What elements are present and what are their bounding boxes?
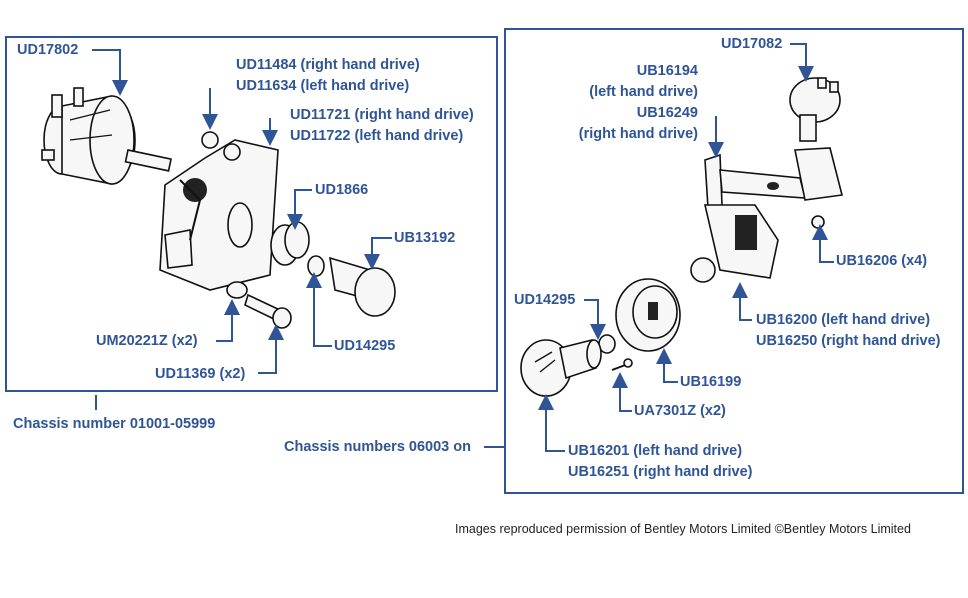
label-ub13192: UB13192 [394, 230, 456, 246]
screw-ua7301z [611, 358, 633, 371]
label-ud14295-left: UD14295 [334, 338, 396, 354]
knob-ub16201 [520, 339, 602, 397]
right-panel [504, 28, 964, 494]
label-ub16249-note: (right hand drive) [578, 126, 698, 142]
label-ud17082: UD17082 [721, 36, 783, 52]
screw-ub16206 [811, 215, 825, 229]
label-ud11721: UD11721 (right hand drive) [290, 107, 474, 123]
label-ub16250: UB16250 (right hand drive) [756, 333, 941, 349]
label-ub16194: UB16194 [636, 63, 698, 79]
bulb-ub13192 [307, 255, 396, 317]
label-ub16199: UB16199 [680, 374, 742, 390]
washer-um20221z [226, 281, 248, 299]
label-ud11634: UD11634 (left hand drive) [236, 78, 410, 94]
label-ud14295-right: UD14295 [514, 292, 576, 308]
motor-ud17082 [789, 77, 841, 142]
chassis-caption-left: Chassis number 01001-05999 [13, 416, 216, 432]
label-ud17802: UD17802 [17, 42, 79, 58]
image-credit: Images reproduced permission of Bentley … [455, 522, 911, 536]
chassis-caption-right: Chassis numbers 06003 on [284, 439, 471, 455]
bracket-ud11484 [159, 131, 279, 291]
label-ua7301z: UA7301Z (x2) [634, 403, 726, 419]
label-ud11484: UD11484 (right hand drive) [236, 57, 420, 73]
switch-ub16200 [690, 204, 779, 283]
bezel-ub16199 [615, 278, 681, 352]
label-ub16194-note: (left hand drive) [589, 84, 698, 100]
left-panel [5, 36, 498, 392]
label-ub16251: UB16251 (right hand drive) [568, 464, 753, 480]
screw-ud11369 [244, 293, 292, 329]
label-ub16201: UB16201 (left hand drive) [568, 443, 743, 459]
label-ud1866: UD1866 [315, 182, 369, 198]
bracket-ub16194 [704, 147, 843, 209]
label-ud11369: UD11369 (x2) [155, 366, 246, 382]
label-um20221z: UM20221Z (x2) [96, 333, 198, 349]
label-ud11722: UD11722 (left hand drive) [290, 128, 464, 144]
motor-ud17802 [41, 87, 172, 185]
label-ub16206: UB16206 (x4) [836, 253, 928, 269]
label-ub16200: UB16200 (left hand drive) [756, 312, 931, 328]
label-ub16249: UB16249 [636, 105, 698, 121]
knob-ud1866 [270, 221, 310, 266]
